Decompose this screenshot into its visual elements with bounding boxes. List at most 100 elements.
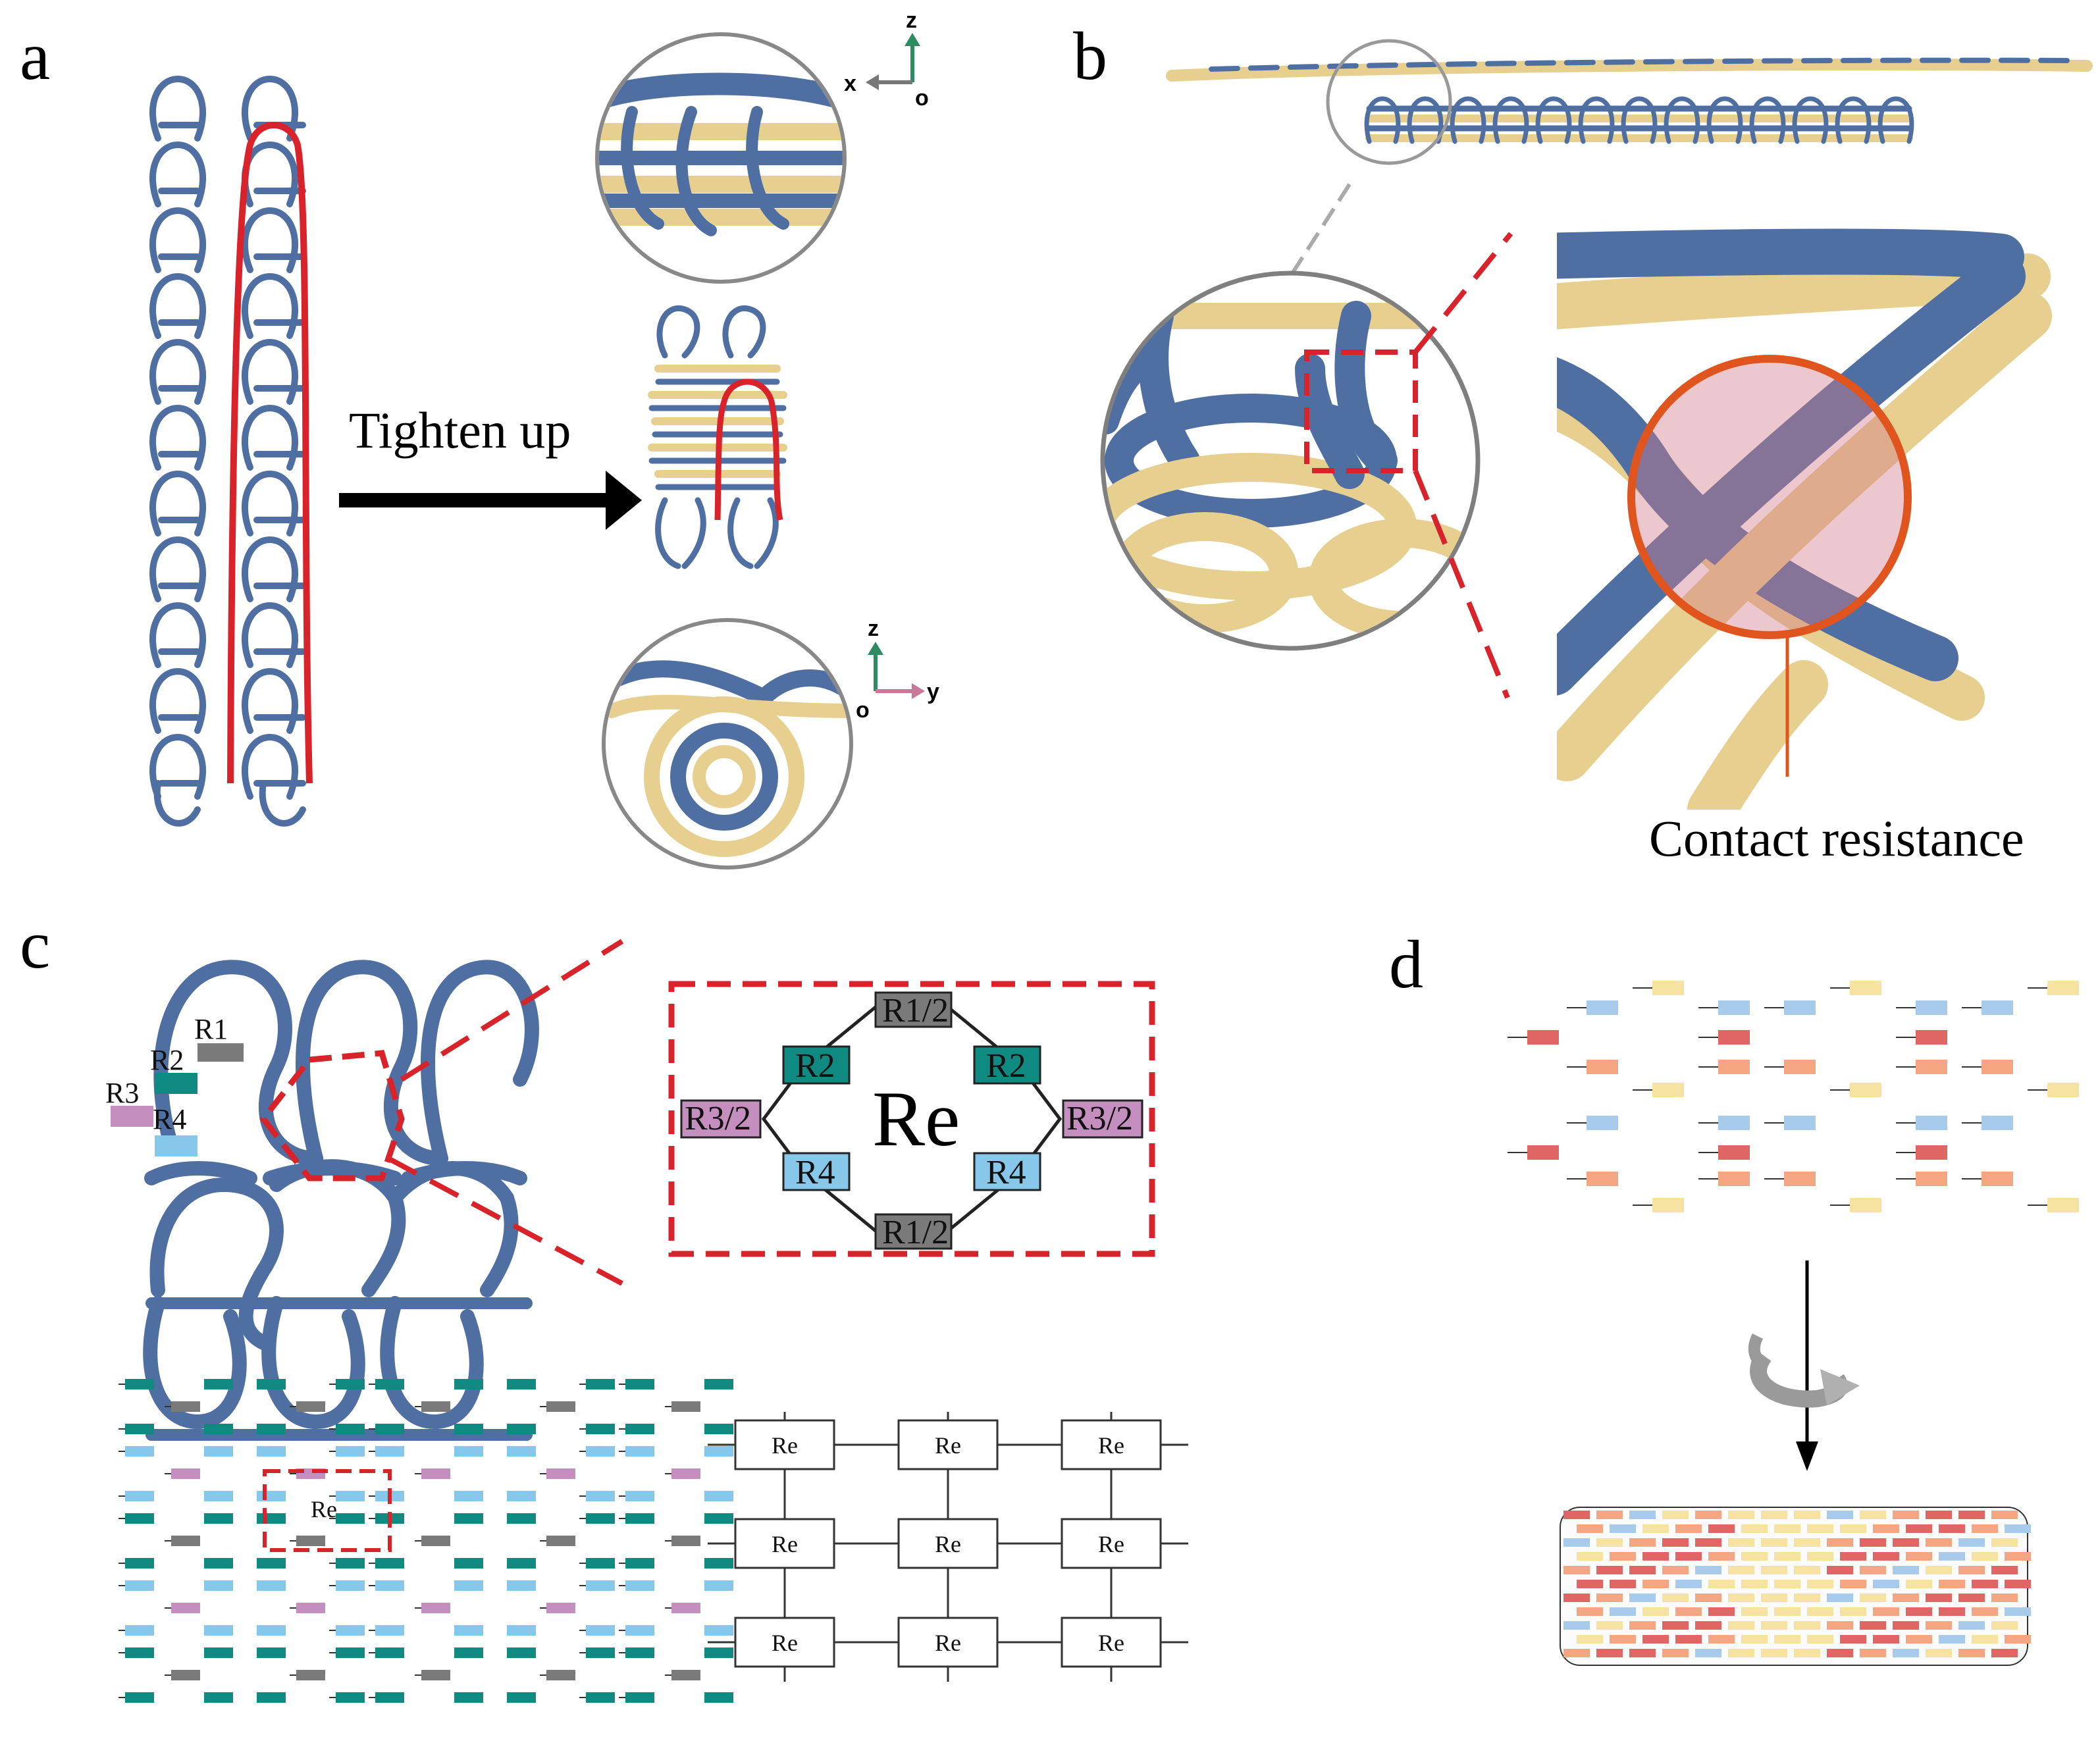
mesh-d-resistor [1982, 1116, 2013, 1130]
grid-cell [734, 1518, 835, 1569]
mesh-resistor [421, 1468, 450, 1479]
tube-resistor [1629, 1649, 1656, 1657]
mesh-d-resistor [1652, 981, 1684, 995]
mesh-resistor [204, 1580, 233, 1591]
strip-loop [1492, 96, 1529, 144]
mesh-resistor [625, 1513, 654, 1524]
mesh-d-resistor [2047, 1083, 2079, 1097]
tube-resistor [1695, 1538, 1721, 1547]
tube-resistor [1827, 1594, 1853, 1602]
unit-cell-r1-top: R1/2 [882, 992, 949, 1029]
tube-resistor [1873, 1552, 1899, 1561]
unit-cell-circuit: R1/2 R1/2 R2 R2 R4 R4 R3/2 R3/2 Re [668, 981, 1155, 1257]
zoom-circle-fabric [1100, 271, 1481, 651]
mesh-resistor [375, 1625, 404, 1636]
mesh-resistor [257, 1446, 286, 1457]
mesh-d-resistor [1718, 1172, 1750, 1186]
tube-resistor [1926, 1594, 1952, 1602]
mesh-resistor [625, 1580, 654, 1591]
unit-cell-r4-left: R4 [795, 1154, 835, 1191]
mesh-resistor [125, 1379, 154, 1389]
knit-loop [242, 75, 298, 142]
roll-arrowhead [1796, 1441, 1818, 1471]
grid-cell-label: Re [1098, 1432, 1124, 1459]
zoom-circle-bottom [602, 618, 853, 869]
mesh-resistor [507, 1424, 536, 1434]
knit-loop [242, 667, 298, 734]
tighten-arrowhead [606, 471, 642, 530]
tube-resistor [1926, 1538, 1952, 1547]
resistor-r3-swatch [111, 1106, 153, 1127]
unit-cell-leader-top [400, 939, 624, 1082]
tube-resistor [1991, 1566, 2018, 1574]
tube-resistor [1958, 1649, 1985, 1657]
mesh-resistor [421, 1670, 450, 1680]
tube-resistor [1596, 1511, 1623, 1519]
mesh-resistor [704, 1513, 733, 1524]
mesh-resistor [204, 1424, 233, 1434]
mesh-resistor [257, 1692, 286, 1703]
mesh-d-resistor [1718, 1116, 1750, 1130]
knit-loop [149, 470, 206, 536]
tube-resistor [1794, 1566, 1820, 1574]
tube-resistor [1761, 1566, 1787, 1574]
panel-b-label: b [1073, 18, 1107, 94]
mesh-resistor [546, 1536, 575, 1546]
tube-resistor [1596, 1566, 1623, 1574]
tube-resistor [1642, 1524, 1669, 1533]
mesh-resistor [586, 1513, 615, 1524]
zoom-leader-red-bottom [1413, 469, 1510, 699]
mesh-resistor [375, 1379, 404, 1389]
mesh-resistor [336, 1692, 365, 1703]
tube-resistor [1662, 1566, 1689, 1574]
tube-resistor [1827, 1649, 1853, 1657]
mesh-resistor [704, 1647, 733, 1658]
tube-resistor [1695, 1594, 1721, 1602]
tube-resistor [2005, 1607, 2031, 1616]
axis-y-bottom: y [927, 679, 939, 704]
mesh-resistor [704, 1558, 733, 1568]
resistor-r3-label: R3 [105, 1077, 139, 1109]
tube-resistor [1774, 1552, 1800, 1561]
tube-resistor [1774, 1607, 1800, 1616]
tube-resistor [1761, 1621, 1787, 1630]
tube-resistor [1972, 1580, 1998, 1588]
tube-resistor [1827, 1621, 1853, 1630]
grid-cell [1061, 1419, 1162, 1470]
mesh-resistor [704, 1692, 733, 1703]
mesh-d-resistor [1784, 1172, 1816, 1186]
tube-resistor [1860, 1594, 1886, 1602]
mesh-resistor [125, 1647, 154, 1658]
mesh-resistor [625, 1446, 654, 1457]
mesh-resistor [204, 1379, 233, 1389]
mesh-resistor [454, 1558, 483, 1568]
tube-resistor [1741, 1580, 1768, 1588]
grid-cell [1061, 1518, 1162, 1569]
tube-resistor [1939, 1524, 1965, 1533]
mesh-resistor [704, 1379, 733, 1389]
tube-resistor [1662, 1511, 1689, 1519]
tube-resistor [1807, 1607, 1833, 1616]
tube-resistor [1774, 1580, 1800, 1588]
mesh-resistor [125, 1625, 154, 1636]
mesh-resistor [171, 1401, 200, 1412]
mesh-resistor [546, 1603, 575, 1613]
mesh-resistor [586, 1379, 615, 1389]
mesh-resistor [671, 1468, 700, 1479]
mesh-resistor [204, 1513, 233, 1524]
tube-resistor [1629, 1538, 1656, 1547]
contact-resistance-label: Contact resistance [1649, 810, 2024, 867]
strip-focus-circle [1326, 39, 1452, 165]
mesh-resistor [296, 1603, 325, 1613]
mesh-resistor [625, 1379, 654, 1389]
strip-loop [1877, 96, 1914, 144]
tube-resistor [1794, 1538, 1820, 1547]
rotation-icon-head [1820, 1369, 1860, 1405]
resistor-r4-swatch [155, 1135, 197, 1156]
mesh-resistor [171, 1536, 200, 1546]
tube-resistor [1906, 1524, 1932, 1533]
tube-resistor [1728, 1538, 1754, 1547]
highlighted-loop-long [227, 122, 313, 784]
knit-loop [242, 207, 298, 273]
